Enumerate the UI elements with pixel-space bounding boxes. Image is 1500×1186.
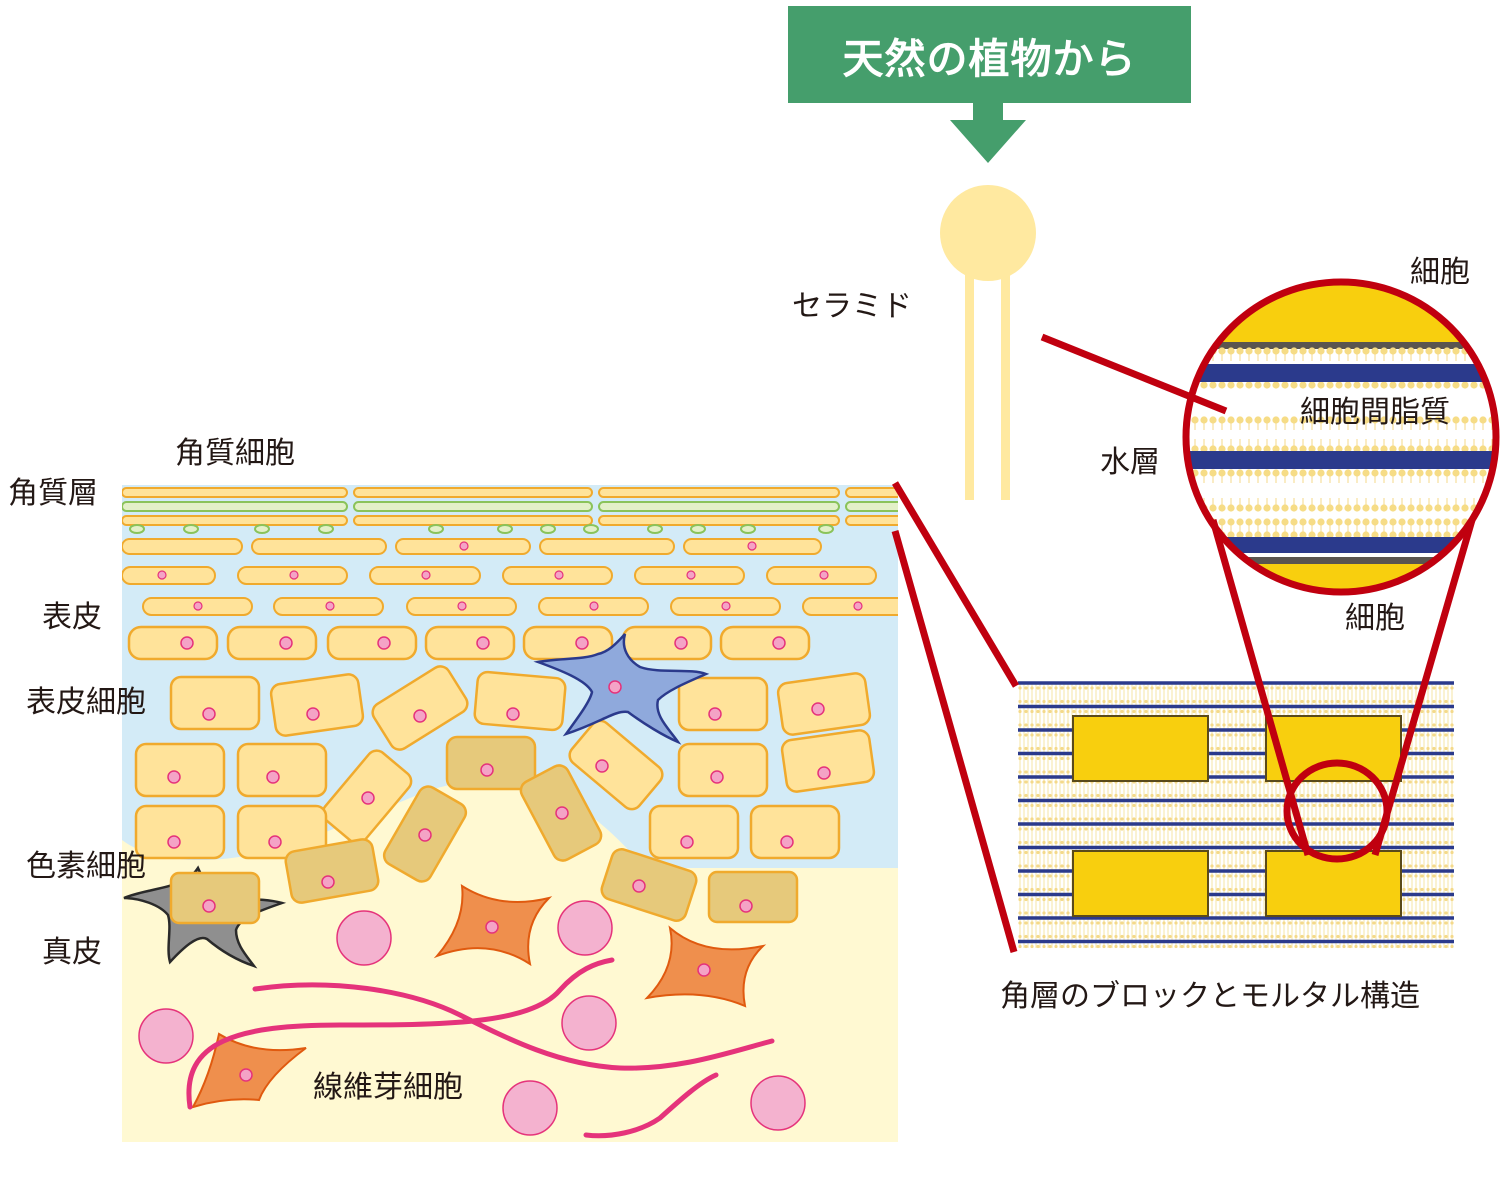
collagen-circles bbox=[138, 900, 806, 1136]
label-stratum-corneum: 角質層 bbox=[8, 476, 98, 511]
label-melanocyte: 色素細胞 bbox=[26, 849, 146, 884]
ceramide-molecule bbox=[940, 185, 1036, 500]
magnify-focus-ring bbox=[1283, 759, 1391, 863]
label-corneocyte: 角質細胞 bbox=[175, 436, 295, 471]
magnify-circle-outline bbox=[1182, 278, 1500, 596]
langerhans-cell bbox=[533, 633, 710, 745]
brick-mortar-panel bbox=[1018, 680, 1454, 950]
label-water-layer: 水層 bbox=[1100, 445, 1160, 480]
label-ceramide: セラミド bbox=[792, 289, 912, 324]
epidermal-cells bbox=[134, 665, 876, 925]
label-intercellular-lipid: 細胞間脂質 bbox=[1300, 395, 1450, 430]
stratum-corneum-layers bbox=[122, 487, 898, 534]
spinous-row bbox=[127, 625, 811, 661]
label-fibroblast: 線維芽細胞 bbox=[313, 1070, 463, 1105]
label-structure-caption: 角層のブロックとモルタル構造 bbox=[1000, 979, 1420, 1014]
corneocyte-blocks bbox=[1072, 715, 1402, 917]
skin-cross-section bbox=[122, 485, 898, 1142]
label-cell-bottom: 細胞 bbox=[1345, 601, 1405, 636]
label-epidermal-cell: 表皮細胞 bbox=[26, 685, 146, 720]
callout-lines bbox=[891, 333, 1476, 953]
label-epidermis: 表皮 bbox=[42, 600, 102, 635]
label-cell-top: 細胞 bbox=[1410, 255, 1470, 290]
source-banner: 天然の植物から bbox=[788, 6, 1191, 103]
banner-arrow bbox=[950, 103, 1026, 163]
elastic-fibers bbox=[186, 957, 775, 1139]
label-dermis: 真皮 bbox=[42, 935, 102, 970]
